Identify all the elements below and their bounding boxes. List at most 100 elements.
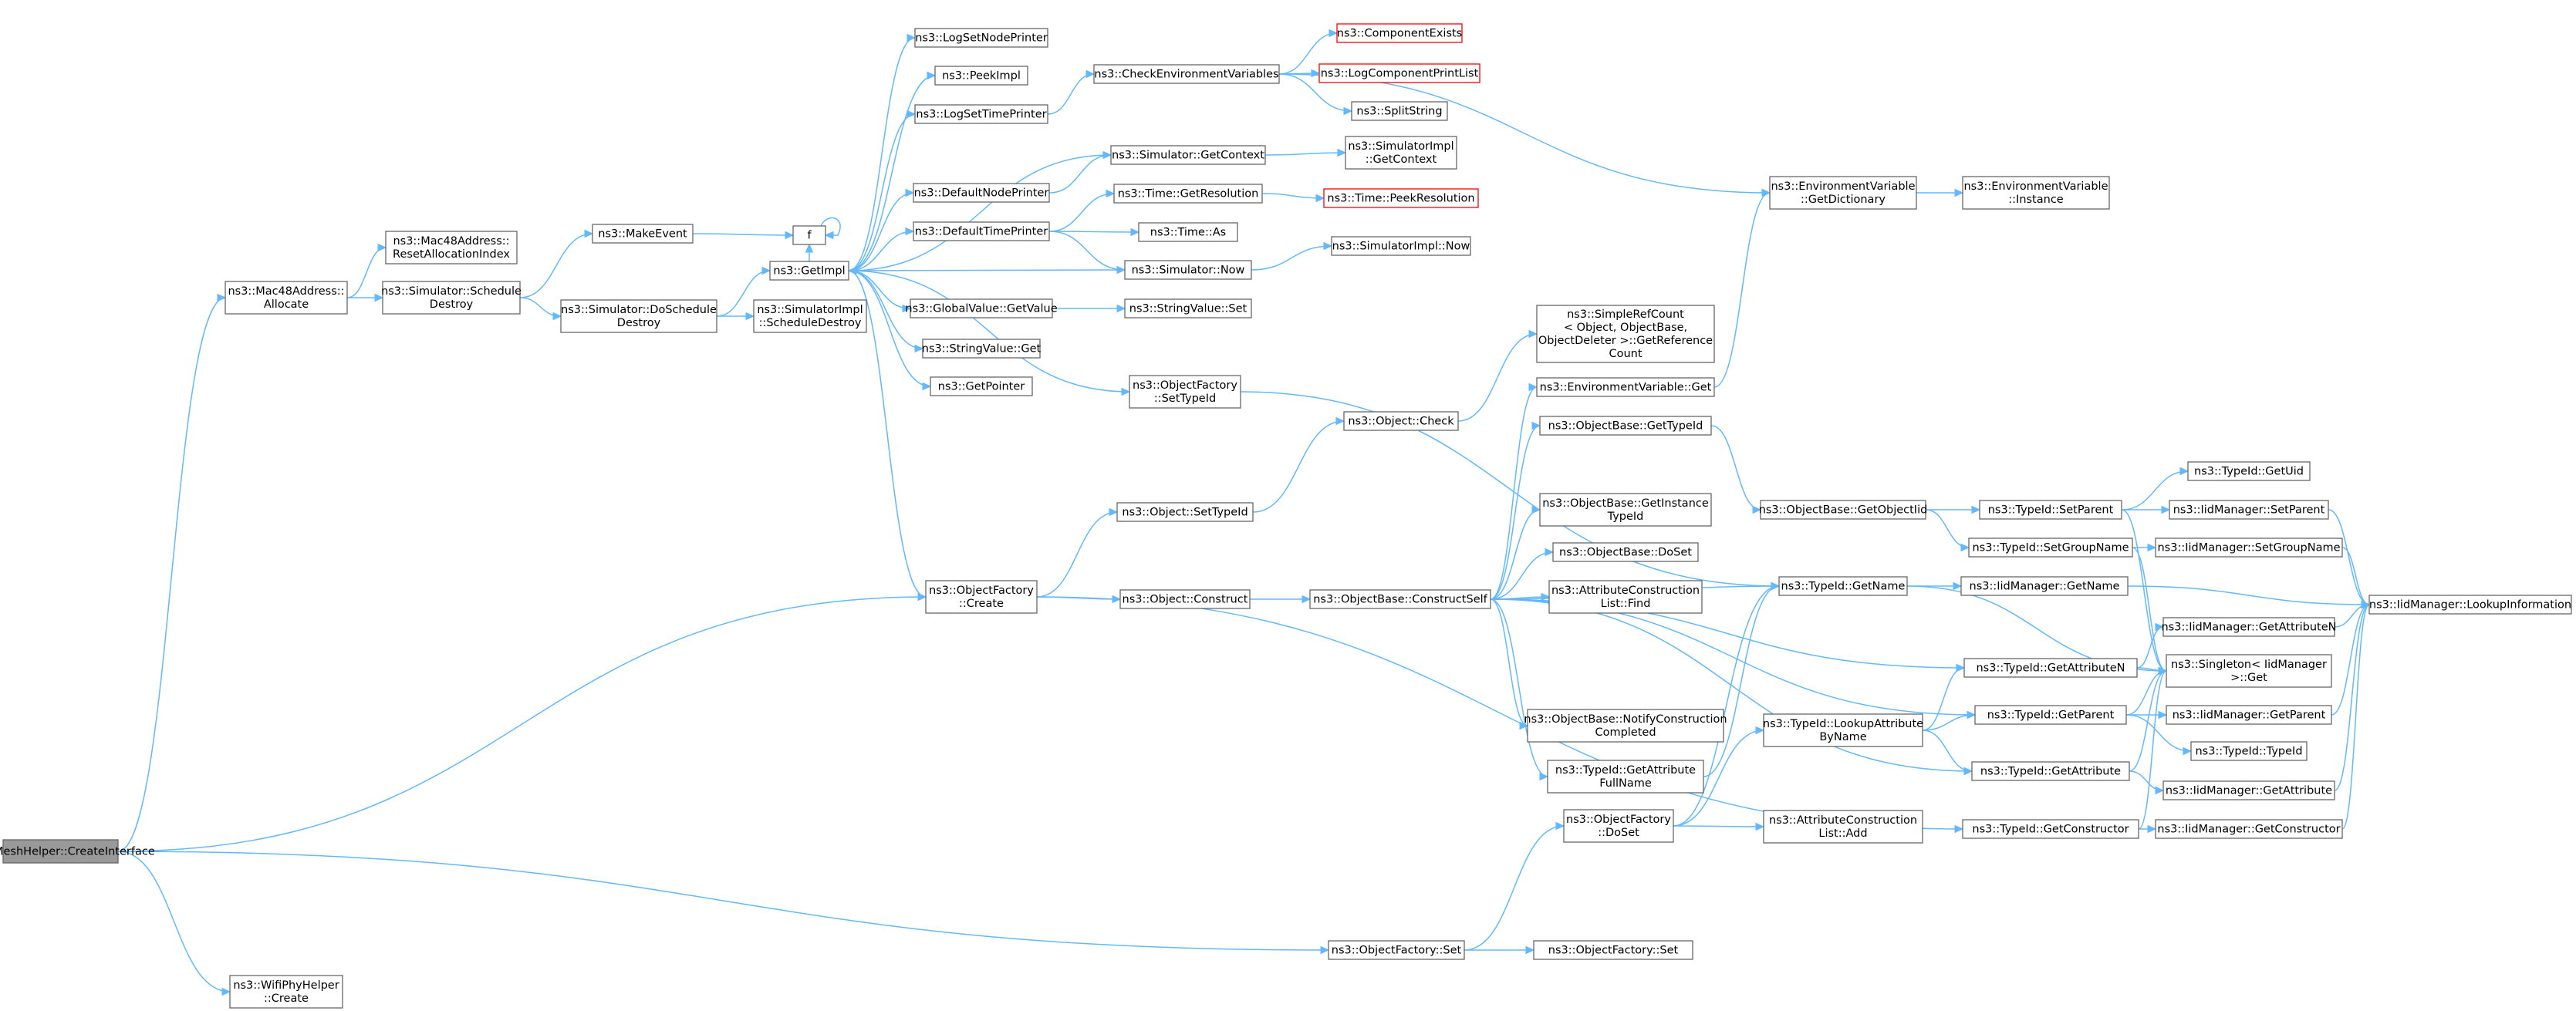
node-box [1138,222,1238,242]
node-box [1323,188,1479,208]
edge-line [2138,670,2167,830]
edge-tid_lookup-to-tid_getattrn [1922,663,1966,731]
node-sim-getctx[interactable]: ns3::Simulator::GetContext [1110,145,1266,165]
arrowhead [1953,581,1963,591]
node-sv-get[interactable]: ns3::StringValue::Get [922,339,1042,359]
edge-def_time-to-time_as [1048,227,1140,237]
node-ob-gettypeid[interactable]: ns3::ObjectBase::GetTypeId [1539,416,1712,436]
edge-make_event-to-f [692,231,795,240]
node-of-settypeid[interactable]: ns3::ObjectFactory::SetTypeId [1129,375,1241,409]
node-env-inst[interactable]: ns3::EnvironmentVariable::Instance [1962,176,2110,210]
node-sim-now[interactable]: ns3::Simulator::Now [1124,260,1252,280]
node-box [1331,236,1471,256]
node-ob-doset[interactable]: ns3::ObjectBase::DoSet [1552,542,1699,562]
edge-line [1490,598,1548,777]
node-simimpl-getctx[interactable]: ns3::SimulatorImpl::GetContext [1345,136,1457,170]
edge-line [2341,604,2370,830]
node-log-time[interactable]: ns3::LogSetTimePrinter [914,104,1048,124]
node-peekimpl[interactable]: ns3::PeekImpl [934,66,1028,86]
edge-line [820,217,841,236]
edge-line [1673,825,1764,827]
node-of-doset[interactable]: ns3::ObjectFactory::DoSet [1563,809,1674,843]
node-label-line: List::Find [1601,598,1651,610]
node-sim-sched[interactable]: ns3::Simulator::ScheduleDestroy [381,281,522,315]
node-tid-getattr[interactable]: ns3::TypeId::GetAttribute [1971,761,2130,781]
edge-ob_construct-to-tid_getattrfull [1490,598,1549,781]
node-tid-typeid[interactable]: ns3::TypeId::TypeId [2190,741,2308,761]
node-env-get[interactable]: ns3::EnvironmentVariable::Get [1536,377,1715,397]
node-getptr[interactable]: ns3::GetPointer [930,376,1033,396]
node-iid-lookup[interactable]: ns3::IidManager::LookupInformation [2368,595,2572,615]
node-simimpl-now[interactable]: ns3::SimulatorImpl::Now [1331,236,1471,256]
node-of-set[interactable]: ns3::ObjectFactory::Set [1328,940,1465,960]
node-obj-check[interactable]: ns3::Object::Check [1343,411,1459,431]
node-box [1113,184,1263,204]
node-def-node[interactable]: ns3::DefaultNodePrinter [913,183,1050,203]
node-env-getdict[interactable]: ns3::EnvironmentVariable::GetDictionary [1769,176,1917,210]
node-box [753,299,867,333]
node-ob-getobjtid[interactable]: ns3::ObjectBase::GetObjectIid [1759,500,1928,520]
node-ob-construct[interactable]: ns3::ObjectBase::ConstructSelf [1309,589,1491,609]
node-mac-alloc[interactable]: ns3::Mac48Address::Allocate [225,281,348,315]
node-getimpl[interactable]: ns3::GetImpl [769,261,849,281]
node-of-set2[interactable]: ns3::ObjectFactory::Set [1533,940,1693,960]
arrowhead [1085,69,1096,79]
edge-line [1490,425,1541,600]
node-sv-set[interactable]: ns3::StringValue::Set [1124,298,1252,318]
node-iid-setgroup[interactable]: ns3::IidManager::SetGroupName [2155,538,2343,558]
node-of-create[interactable]: ns3::ObjectFactory::Create [925,580,1038,614]
node-obj-settypeid[interactable]: ns3::Object::SetTypeId [1116,502,1254,522]
node-split[interactable]: ns3::SplitString [1351,101,1448,121]
node-tid-getparent[interactable]: ns3::TypeId::GetParent [1974,705,2127,725]
node-time-peek[interactable]: ns3::Time::PeekResolution [1323,188,1479,208]
node-f[interactable]: f [792,225,826,245]
edge-ob_construct-to-ob_gettypeid [1490,421,1541,600]
node-srefcount[interactable]: ns3::SimpleRefCount< Object, ObjectBase,… [1536,305,1715,363]
node-tid-getctor[interactable]: ns3::TypeId::GetConstructor [1962,819,2139,839]
node-iid-getparent[interactable]: ns3::IidManager::GetParent [2166,705,2332,725]
node-label-line: ns3::ComponentExists [1337,28,1463,40]
node-log-comp[interactable]: ns3::LogComponentPrintList [1318,63,1480,83]
node-time-getres[interactable]: ns3::Time::GetResolution [1113,184,1263,204]
node-tid-getname[interactable]: ns3::TypeId::GetName [1778,576,1908,596]
node-time-as[interactable]: ns3::Time::As [1138,222,1238,242]
node-def-time[interactable]: ns3::DefaultTimePrinter [913,221,1050,241]
node-iid-getattrn[interactable]: ns3::IidManager::GetAttributeN [2161,617,2337,637]
arrowhead [1116,304,1126,313]
edge-getimpl-to-f [805,243,814,261]
node-root[interactable]: ns3::MeshHelper::CreateInterface [0,839,155,864]
node-iid-getctor[interactable]: ns3::IidManager::GetConstructor [2155,819,2343,839]
node-make-event[interactable]: ns3::MakeEvent [592,224,694,244]
node-tid-setparent[interactable]: ns3::TypeId::SetParent [1979,500,2122,520]
node-log-node[interactable]: ns3::LogSetNodePrinter [914,28,1048,48]
node-reset-alloc[interactable]: ns3::Mac48Address::ResetAllocationIndex [385,231,518,265]
node-label-line: ns3::GlobalValue::GetValue [905,303,1057,315]
node-singleton[interactable]: ns3::Singleton< IidManager>::Get [2166,654,2332,688]
node-comp-exists[interactable]: ns3::ComponentExists [1336,23,1463,43]
node-box [1778,576,1908,596]
node-tid-getattrn[interactable]: ns3::TypeId::GetAttributeN [1963,658,2138,678]
node-iid-setparent[interactable]: ns3::IidManager::SetParent [2169,500,2329,520]
node-label-line: List::Add [1818,827,1867,840]
node-check-env[interactable]: ns3::CheckEnvironmentVariables [1093,64,1280,84]
edge-line [1713,192,1771,388]
node-iid-getattr[interactable]: ns3::IidManager::GetAttribute [2162,780,2335,800]
node-gv-get[interactable]: ns3::GlobalValue::GetValue [905,298,1058,318]
node-ob-notify[interactable]: ns3::ObjectBase::NotifyConstructionCompl… [1524,709,1727,743]
node-iid-getname[interactable]: ns3::IidManager::GetName [1960,576,2129,596]
node-wifi-create[interactable]: ns3::WifiPhyHelper::Create [229,975,343,1009]
node-label-line: Allocate [264,298,309,311]
node-tid-setgroup[interactable]: ns3::TypeId::SetGroupName [1968,538,2133,558]
node-obj-construct[interactable]: ns3::Object::Construct [1119,589,1251,609]
edges-layer [117,29,2371,996]
node-simimpl-sched[interactable]: ns3::SimulatorImpl::ScheduleDestroy [753,299,867,333]
edge-check_env-to-split [1278,73,1353,116]
node-box [1110,145,1266,165]
node-tid-getuid[interactable]: ns3::TypeId::GetUid [2187,461,2311,481]
